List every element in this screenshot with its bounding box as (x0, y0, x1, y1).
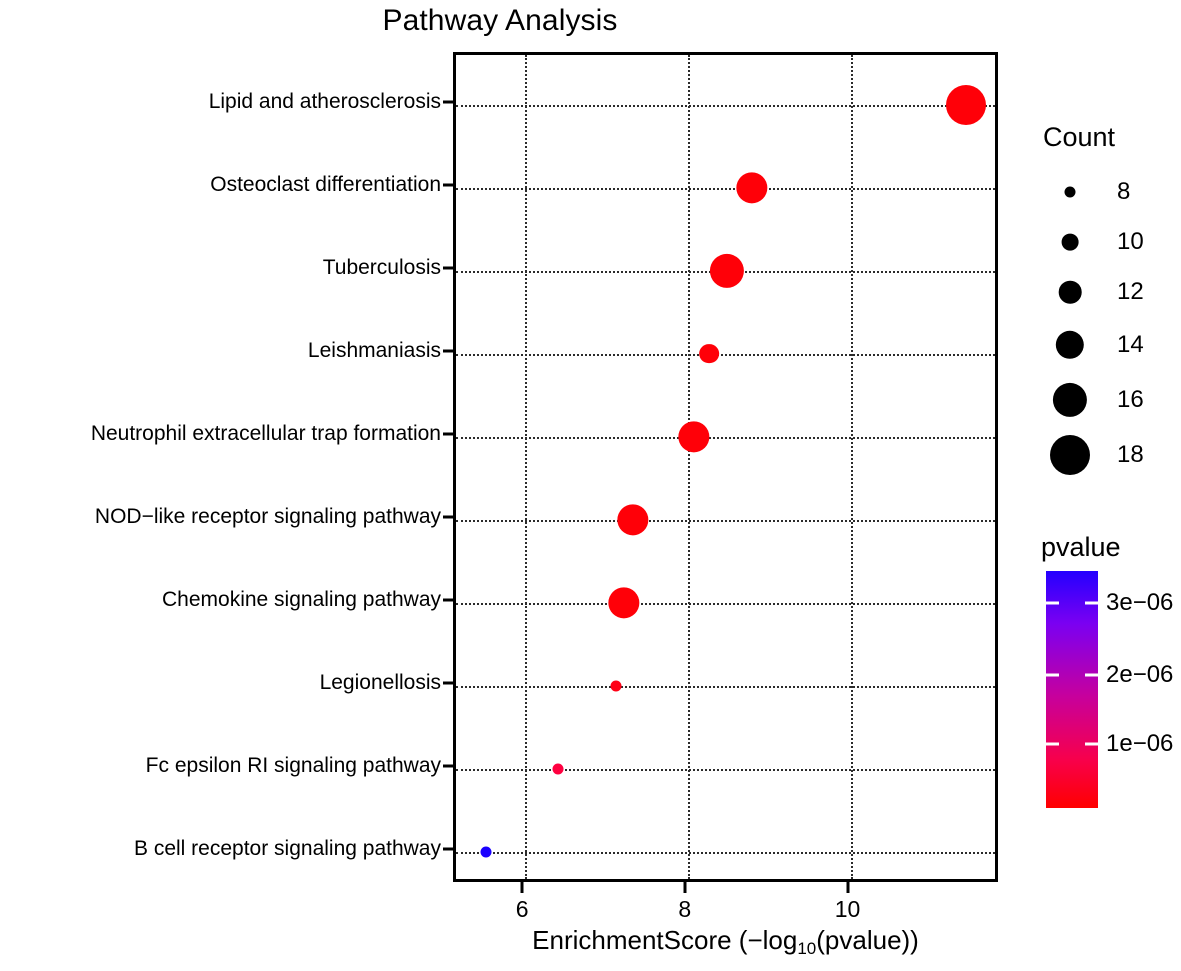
size-legend-label: 8 (1117, 178, 1131, 205)
size-legend-dot (1052, 382, 1088, 418)
colorbar-tick-mark (1085, 742, 1098, 746)
size-legend-dot (1064, 186, 1076, 198)
y-axis-tick-label: Osteoclast differentiation (210, 172, 441, 196)
size-legend-label: 16 (1117, 386, 1144, 413)
y-axis-tick-mark (443, 183, 453, 186)
y-axis-tick-mark (443, 432, 453, 435)
size-legend-label: 18 (1117, 441, 1144, 468)
colorbar-tick-mark (1085, 601, 1098, 605)
data-point-dot (552, 763, 564, 774)
data-point-dot (709, 253, 744, 288)
pvalue-colorbar (1046, 571, 1098, 808)
size-legend-dot (1050, 435, 1090, 475)
plot-inner-area (456, 55, 995, 879)
x-axis-tick-label: 6 (515, 896, 529, 922)
size-legend-dot (1061, 233, 1079, 251)
size-legend-dot (1055, 330, 1085, 360)
y-axis-tick-label: NOD−like receptor signaling pathway (94, 504, 441, 528)
size-legend-dot (1058, 280, 1082, 304)
data-point-dot (616, 503, 649, 536)
data-point-dot (607, 586, 640, 619)
y-axis-tick-mark (443, 681, 453, 684)
colorbar-tick-mark (1046, 742, 1059, 746)
x-axis-title-subscript: 10 (797, 938, 817, 958)
data-point-dot (677, 420, 710, 453)
size-legend-label: 12 (1117, 278, 1144, 305)
color-legend-title: pvalue (1041, 532, 1121, 562)
colorbar-tick-mark (1046, 673, 1059, 677)
data-point-dot (699, 343, 719, 364)
colorbar-tick-label: 1e−06 (1106, 730, 1174, 757)
y-axis-tick-label: Lipid and atherosclerosis (208, 89, 441, 113)
y-axis-tick-label: Tuberculosis (322, 255, 441, 279)
colorbar-tick-mark (1085, 673, 1098, 677)
data-point-dot (480, 846, 492, 857)
y-axis-tick-mark (443, 764, 453, 767)
plot-panel (453, 52, 998, 882)
gridline-horizontal (456, 187, 995, 190)
data-point-dot (946, 84, 987, 125)
gridline-horizontal (456, 436, 995, 439)
gridline-horizontal (456, 519, 995, 522)
gridline-vertical (687, 55, 690, 879)
gridline-horizontal (456, 602, 995, 605)
y-axis-tick-label: Chemokine signaling pathway (162, 587, 441, 611)
data-point-dot (736, 171, 768, 204)
x-axis-title-prefix: EnrichmentScore (−log (532, 925, 798, 955)
y-axis-tick-mark (443, 515, 453, 518)
y-axis-tick-label: Leishmaniasis (307, 338, 441, 362)
y-axis-tick-label: Fc epsilon RI signaling pathway (145, 753, 441, 777)
colorbar-tick-label: 2e−06 (1106, 661, 1174, 688)
gridline-vertical (525, 55, 528, 879)
y-axis-tick-label: Legionellosis (319, 670, 441, 694)
gridline-horizontal (456, 851, 995, 854)
size-legend-label: 14 (1117, 331, 1144, 358)
size-legend-title: Count (1043, 122, 1116, 152)
y-axis-tick-label: B cell receptor signaling pathway (133, 836, 441, 860)
gridline-horizontal (456, 104, 995, 107)
y-axis-tick-mark (443, 266, 453, 269)
size-legend-label: 10 (1117, 228, 1144, 255)
x-axis-tick-label: 10 (834, 896, 861, 922)
y-axis-tick-label: Neutrophil extracellular trap formation (90, 421, 441, 445)
colorbar-tick-label: 3e−06 (1106, 589, 1174, 616)
gridline-vertical (850, 55, 853, 879)
data-point-dot (610, 680, 622, 691)
y-axis-tick-mark (443, 847, 453, 850)
gridline-horizontal (456, 768, 995, 771)
y-axis-tick-mark (443, 349, 453, 352)
colorbar-tick-mark (1046, 601, 1059, 605)
y-axis-tick-mark (443, 100, 453, 103)
chart-title: Pathway Analysis (382, 4, 618, 37)
gridline-horizontal (456, 685, 995, 688)
y-axis-tick-mark (443, 598, 453, 601)
x-axis-tick-label: 8 (678, 896, 692, 922)
gridline-horizontal (456, 353, 995, 356)
x-axis-title: EnrichmentScore (−log10(pvalue)) (453, 925, 998, 959)
x-axis-tick-mark (683, 882, 687, 893)
x-axis-tick-mark (520, 882, 524, 893)
x-axis-title-suffix: (pvalue)) (816, 925, 919, 955)
x-axis-tick-mark (846, 882, 849, 893)
